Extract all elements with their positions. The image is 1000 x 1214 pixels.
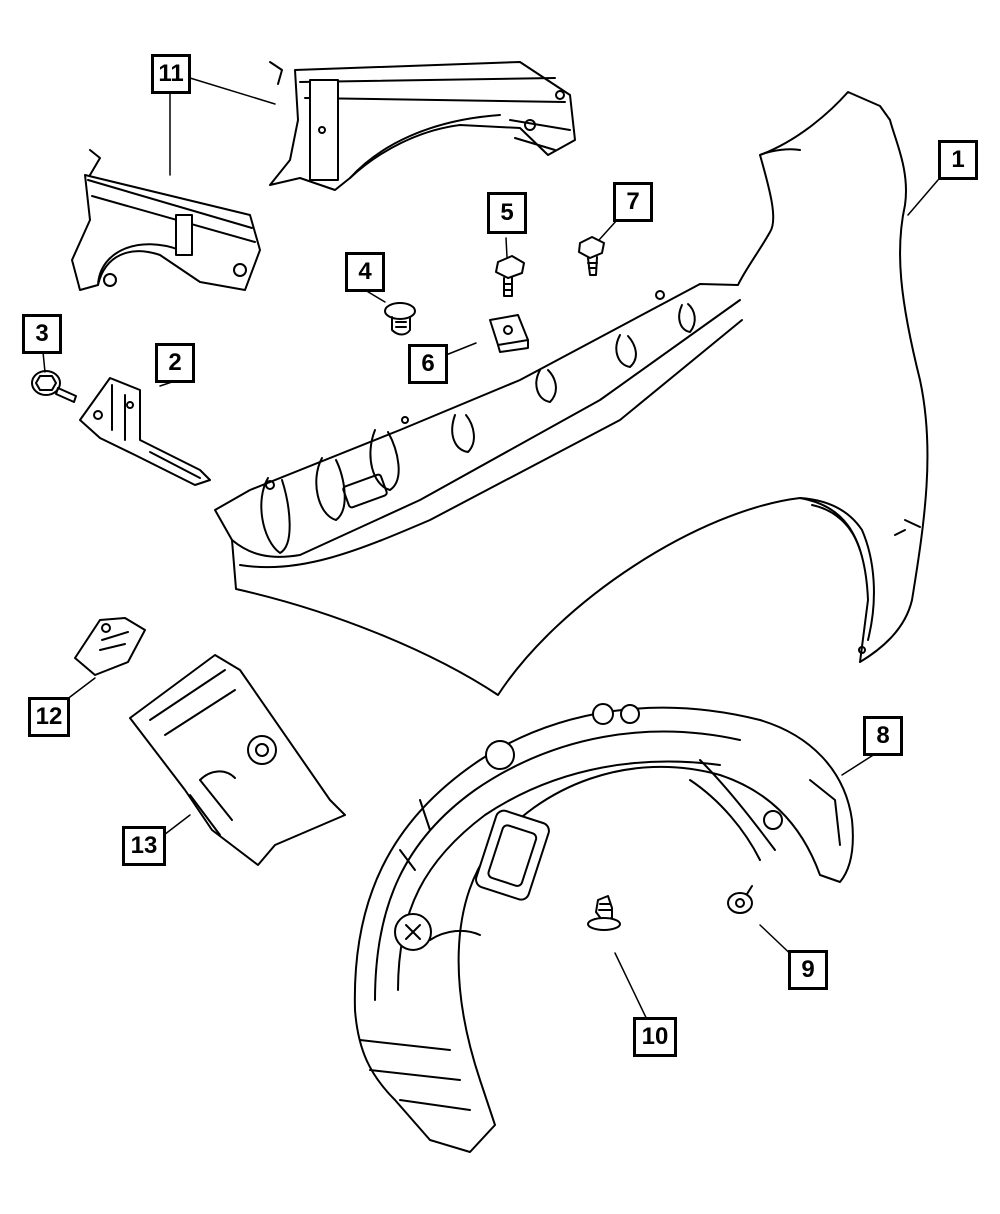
push-pin-part — [384, 302, 416, 336]
callout-2: 2 — [155, 343, 195, 383]
bolt-part — [31, 370, 77, 403]
bracket-part — [79, 377, 211, 486]
callout-1: 1 — [938, 140, 978, 180]
callout-10: 10 — [633, 1017, 677, 1057]
callout-11: 11 — [151, 54, 191, 94]
callout-7: 7 — [613, 182, 653, 222]
callout-13: 13 — [122, 826, 166, 866]
callout-12: 12 — [28, 697, 70, 737]
rail-part — [71, 61, 576, 291]
callout-5: 5 — [487, 192, 527, 234]
callout-8: 8 — [863, 716, 903, 756]
splash-shield-part — [129, 654, 346, 866]
screw-part — [578, 236, 605, 276]
wheelhouse-liner-part — [353, 703, 854, 1153]
fender-part — [214, 91, 929, 696]
clip-nut-part — [489, 314, 529, 353]
callout-3: 3 — [22, 314, 62, 354]
callout-9: 9 — [788, 950, 828, 990]
push-clip-part — [587, 895, 621, 931]
callout-6: 6 — [408, 344, 448, 384]
small-bracket-part — [74, 617, 146, 676]
fastener-part — [727, 885, 753, 914]
callout-4: 4 — [345, 252, 385, 292]
washer-bolt-part — [495, 255, 525, 297]
